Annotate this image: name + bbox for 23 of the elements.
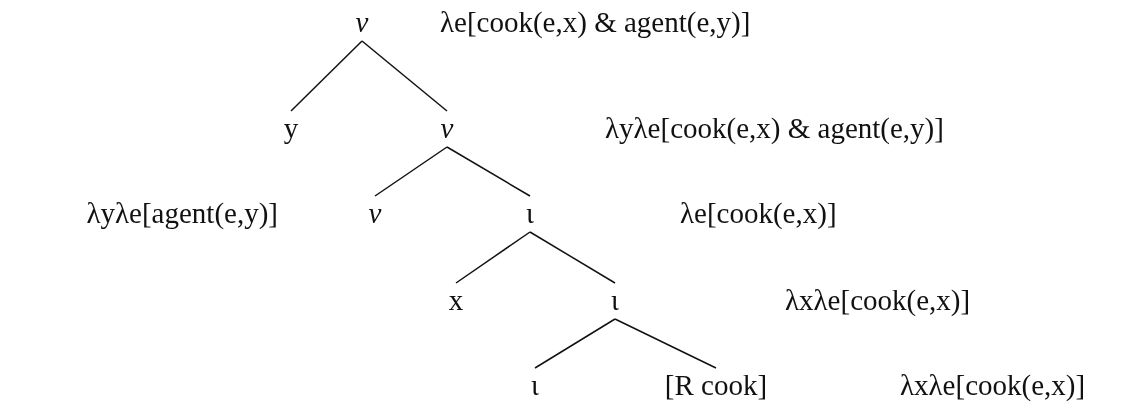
tree-node-label: y	[283, 113, 299, 143]
tree-node-label: [R cook]	[664, 370, 768, 400]
tree-node-label: v	[368, 198, 382, 228]
tree-node-label: v	[355, 7, 369, 37]
semantic-formula: λxλe[cook(e,x)]	[900, 370, 1086, 400]
tree-branch-line	[374, 146, 448, 197]
tree-node-label: ι	[526, 198, 534, 228]
tree-branch-line	[446, 146, 531, 197]
semantic-formula: λe[cook(e,x) & agent(e,y)]	[440, 7, 751, 37]
tree-branch-line	[529, 231, 616, 284]
tree-branch-line	[614, 318, 717, 369]
tree-node-label: ι	[611, 285, 619, 315]
tree-branch-line	[290, 40, 363, 112]
tree-node-label: ι	[531, 370, 539, 400]
tree-branch-line	[455, 231, 531, 284]
semantic-formula: λxλe[cook(e,x)]	[785, 285, 971, 315]
semantic-formula: λe[cook(e,x)]	[680, 198, 837, 228]
semantic-formula: λyλe[cook(e,x) & agent(e,y)]	[605, 113, 944, 143]
semantic-formula: λyλe[agent(e,y)]	[86, 198, 278, 228]
tree-branch-line	[534, 318, 616, 369]
tree-node-label: v	[440, 113, 454, 143]
tree-branch-line	[361, 40, 448, 112]
tree-node-label: x	[448, 285, 464, 315]
